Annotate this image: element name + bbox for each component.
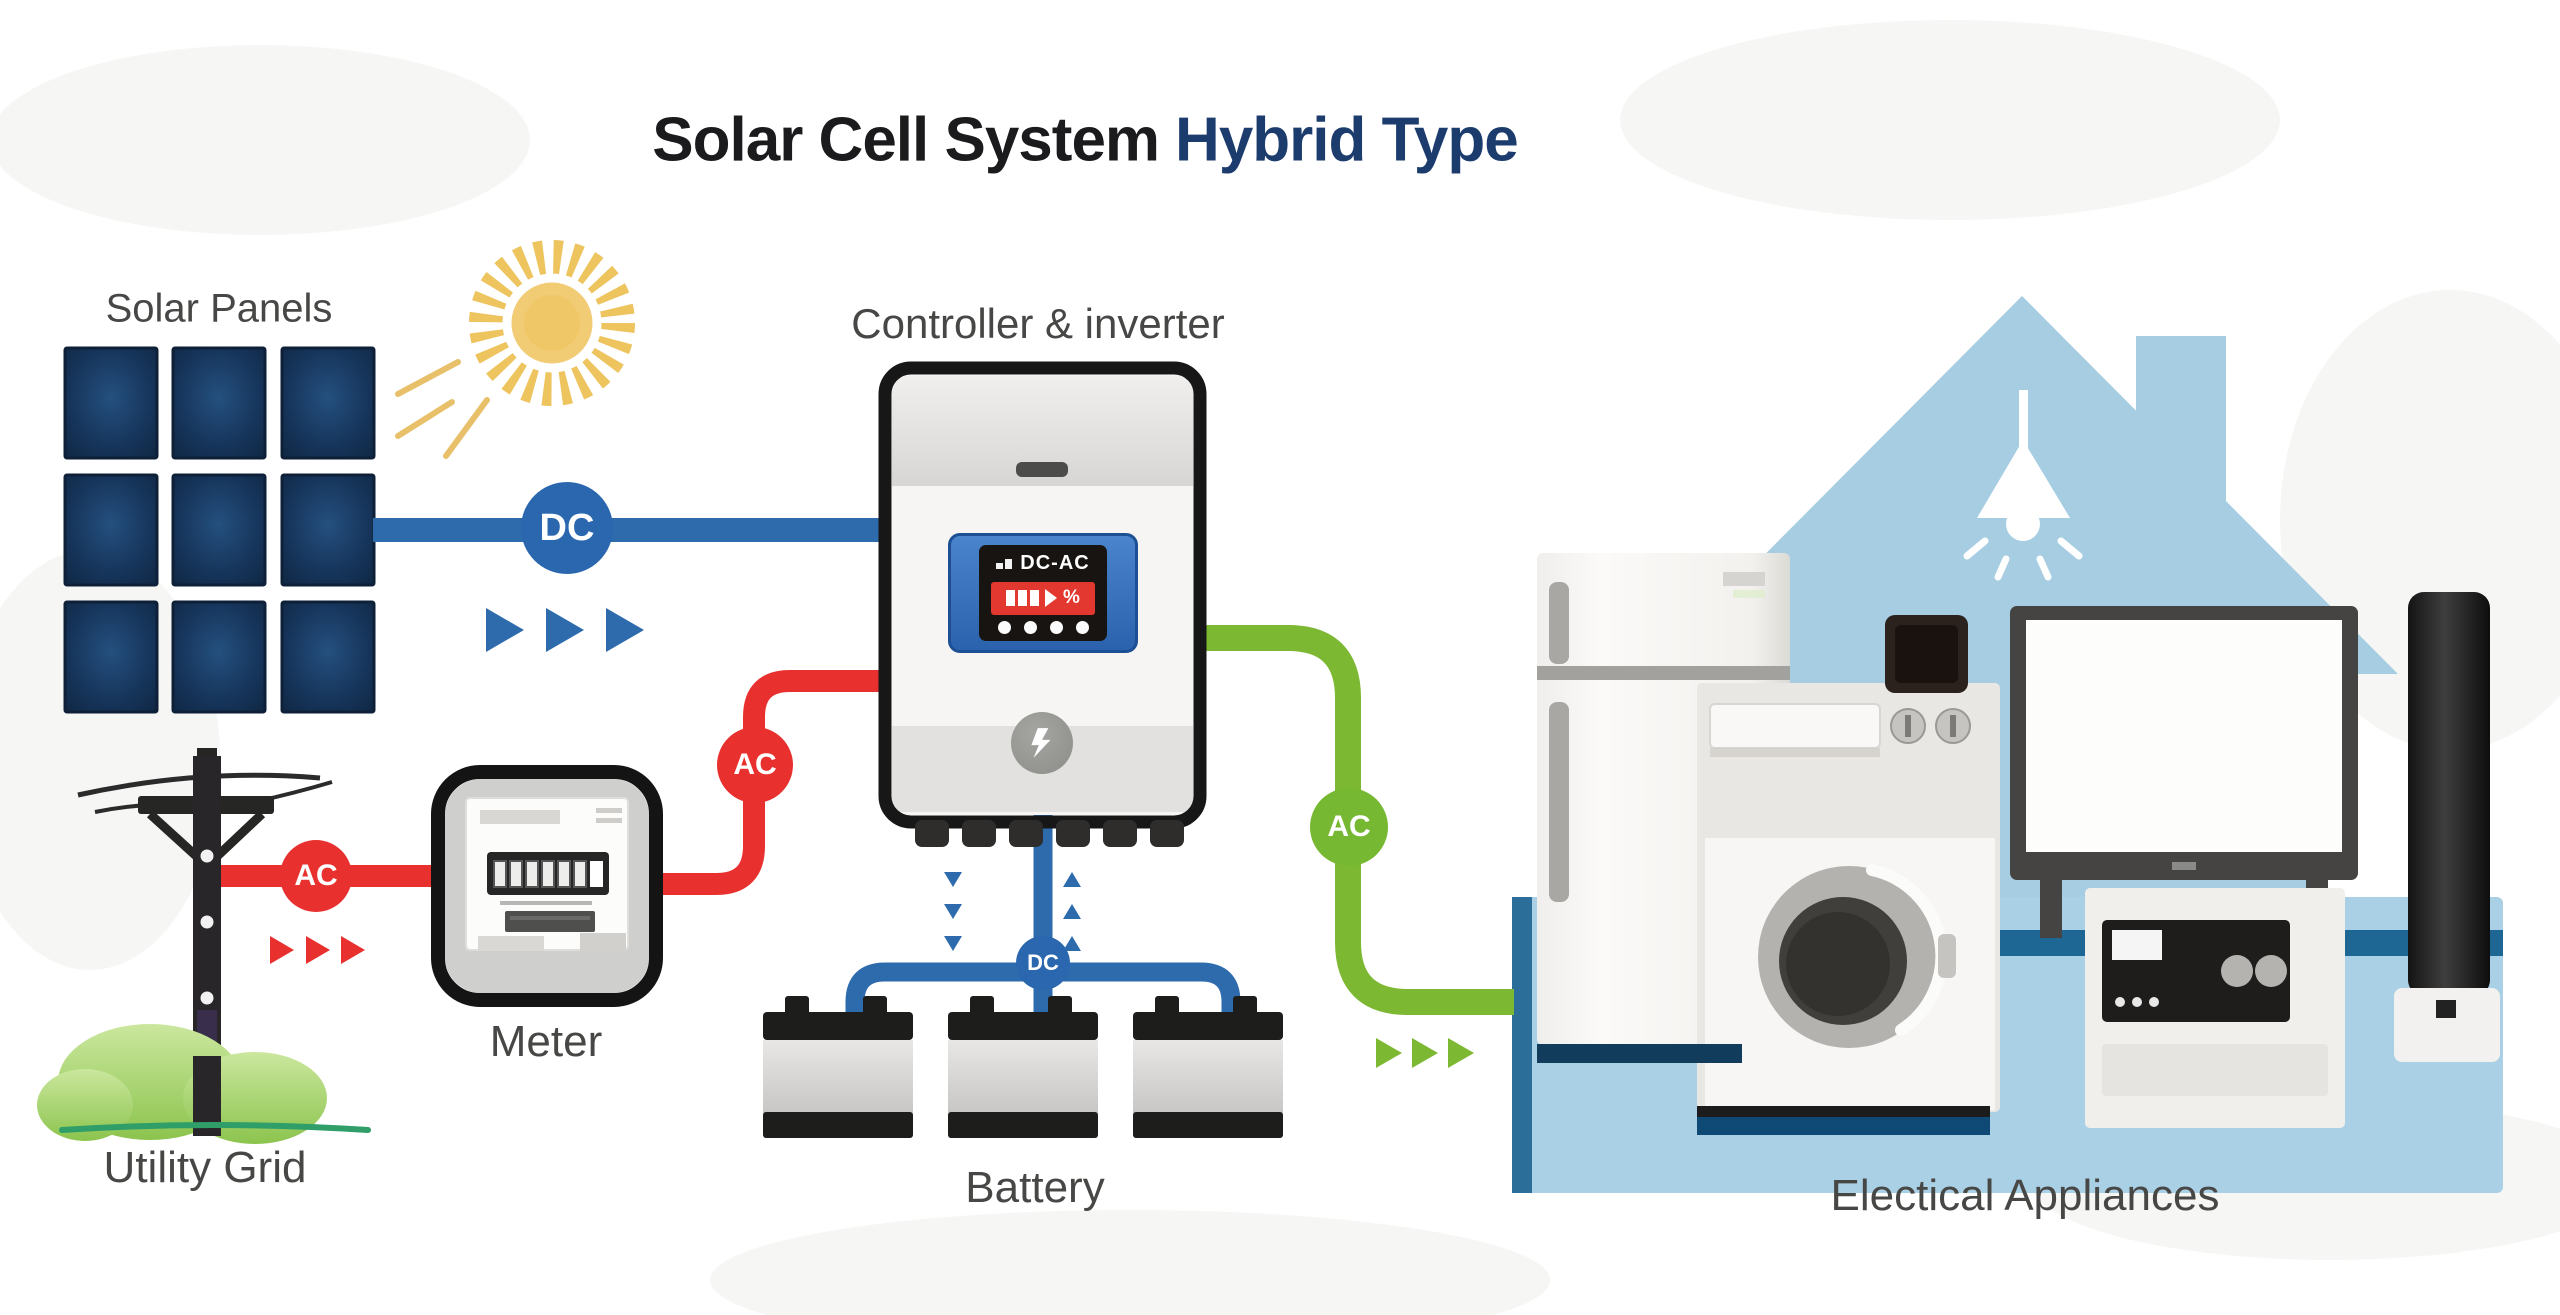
title-main: Solar Cell System [652,105,1160,175]
label-solar-panels: Solar Panels [105,286,333,331]
pendant-lamp-icon [1963,390,2083,581]
meter-device [431,765,663,1007]
audio-system-icon [2085,888,2345,1128]
controller-terminals [915,820,1184,847]
controller-screen: DC-AC % [979,545,1107,641]
status-dots [997,621,1089,634]
solar-panel-cell [63,600,159,714]
battery-cell [763,996,913,1138]
appliance-shadows [1537,1044,1990,1135]
solar-panel-cell [280,473,376,587]
solar-panel-cell [280,346,376,460]
solar-panel-cell [171,600,267,714]
dc-flow-arrows [486,608,644,652]
label-utility-grid: Utility Grid [103,1143,307,1192]
ac-badge-inverter: AC [717,727,793,803]
ac-badge-grid: AC [280,840,352,912]
solar-panel-cell [171,473,267,587]
signal-icon [996,558,1013,569]
label-appliances: Electical Appliances [1830,1171,2220,1220]
battery-bank [763,996,1283,1138]
battery-gauge-icon: % [991,581,1095,615]
washing-machine-icon [1697,683,2000,1112]
solar-panel-cell [171,346,267,460]
microwave-icon [1885,615,1968,693]
battery-cell [1133,996,1283,1138]
controller-display-panel: DC-AC % [948,533,1138,653]
solar-panel-cell [280,600,376,714]
solar-panel-array [63,346,376,714]
gauge-percent: % [1063,587,1080,608]
dc-badge-battery: DC [1016,936,1070,990]
grid-flow-arrows [270,936,365,964]
battery-charge-arrows [944,872,1081,951]
battery-cell [948,996,1098,1138]
dc-badge-main: DC [521,482,613,574]
power-bolt-icon [1011,712,1073,774]
mode-label: DC-AC [1020,552,1090,574]
bush-icon [37,1024,327,1144]
sun-beams [395,359,490,459]
solar-panel-cell [63,473,159,587]
label-battery: Battery [965,1163,1105,1212]
sun-icon [469,240,635,406]
output-flow-arrows [1376,1038,1474,1068]
label-meter: Meter [489,1017,603,1066]
speaker-icon [2394,592,2500,1062]
title-highlight: Hybrid Type [1175,105,1519,175]
ac-badge-output: AC [1310,788,1388,866]
label-controller: Controller & inverter [851,300,1225,347]
solar-panel-cell [63,346,159,460]
meter-digit-display [487,852,609,895]
ground-line [59,1122,371,1133]
